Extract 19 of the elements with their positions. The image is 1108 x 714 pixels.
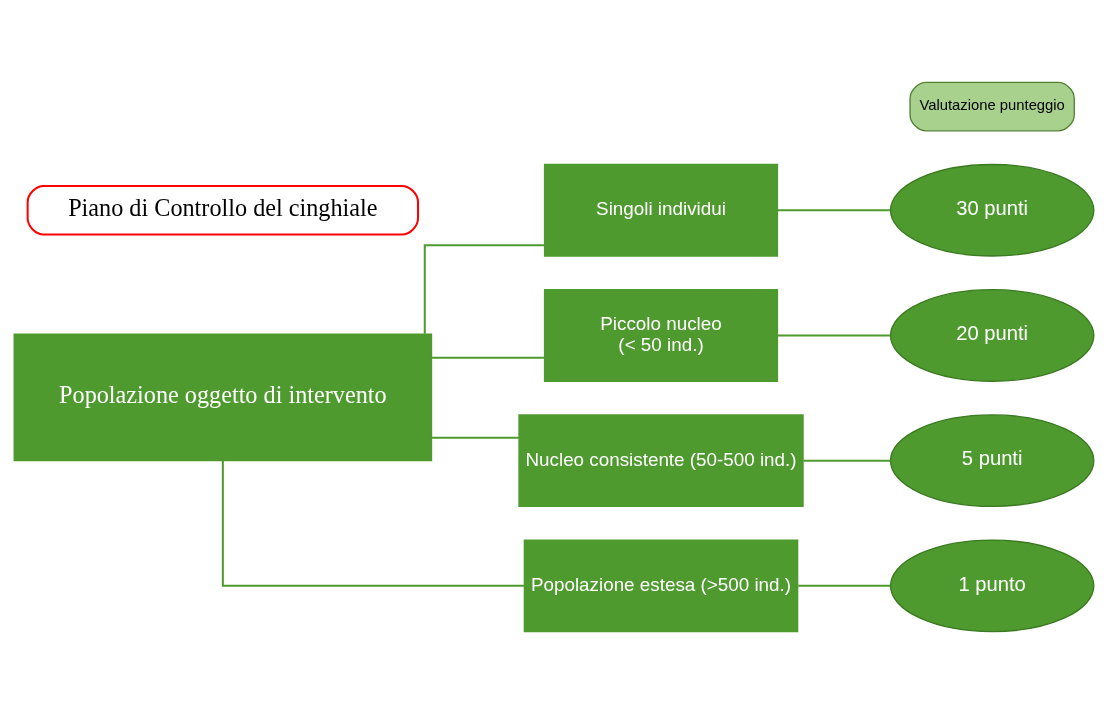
connector	[798, 584, 891, 587]
connector	[803, 459, 891, 462]
node-ellipse: 20 punti	[889, 289, 1095, 382]
connector	[431, 356, 545, 359]
node-ellipse: 1 punto	[889, 539, 1095, 633]
node-box: Popolazione oggetto di intervento	[13, 333, 433, 462]
node-box: Piccolo nucleo (< 50 ind.)	[543, 289, 779, 382]
node-box: Valutazione punteggio	[909, 81, 1075, 132]
connector	[777, 209, 891, 212]
node-box: Piano di Controllo del cinghiale	[26, 185, 420, 236]
connector	[221, 460, 525, 587]
connector	[431, 436, 519, 439]
connector	[423, 244, 545, 334]
connector	[777, 334, 891, 337]
node-ellipse: 30 punti	[889, 163, 1095, 257]
node-box: Nucleo consistente (50-500 ind.)	[518, 414, 804, 508]
node-ellipse: 5 punti	[889, 414, 1095, 508]
node-box: Popolazione estesa (>500 ind.)	[523, 539, 799, 633]
node-box: Singoli individui	[543, 163, 779, 257]
